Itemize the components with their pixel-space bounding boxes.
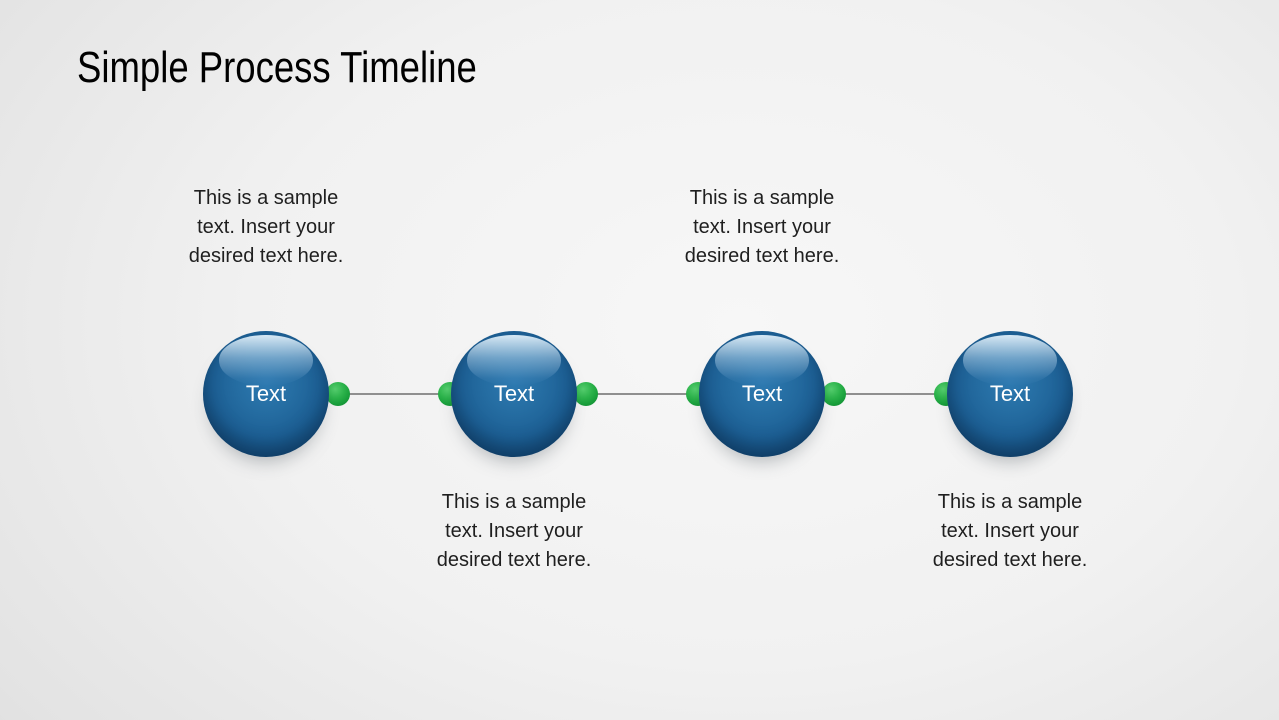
connector-dot-2-start [574,382,598,406]
connector-line-2 [586,393,698,395]
timeline-step-1-sphere: Text [203,331,329,457]
timeline-step-3-label: Text [741,381,783,406]
connector-dot-3-start [822,382,846,406]
timeline-step-3-sphere: Text [699,331,825,457]
caption-below-step-4: This is a sample text. Insert your desir… [932,491,1088,571]
timeline-step-1-label: Text [245,381,287,406]
timeline-step-2-sphere: Text [451,331,577,457]
caption-below-step-2: This is a sample text. Insert your desir… [436,491,592,571]
caption-above-step-1: This is a sample text. Insert your desir… [188,187,344,267]
connector-dot-1-start [326,382,350,406]
caption-above-step-3: This is a sample text. Insert your desir… [684,187,840,267]
timeline-step-4-sphere: Text [947,331,1073,457]
timeline-step-2-label: Text [493,381,535,406]
slide-title: Simple Process Timeline [77,43,477,92]
connector-line-3 [834,393,946,395]
timeline-step-4-label: Text [989,381,1031,406]
connector-line-1 [338,393,450,395]
